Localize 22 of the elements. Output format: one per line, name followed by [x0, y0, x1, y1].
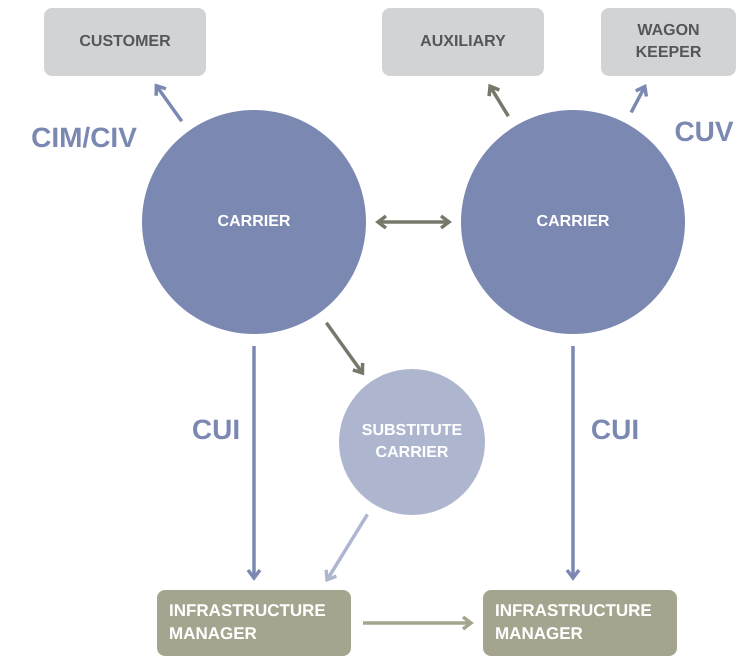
node-label: CARRIER	[218, 212, 290, 232]
node-label: INFRASTRUCTURE MANAGER	[495, 600, 653, 645]
arrow	[363, 615, 473, 631]
node-label: WAGON KEEPER	[634, 21, 702, 63]
rounded-box	[44, 8, 206, 76]
rounded-box	[157, 590, 351, 656]
node-label: CUSTOMER	[79, 32, 171, 52]
arrow	[487, 84, 510, 118]
arrow	[154, 84, 184, 122]
arrow	[565, 346, 581, 580]
arrow	[630, 84, 648, 114]
rounded-box	[382, 8, 544, 76]
node-label: SUBSTITUTE CARRIER	[360, 421, 464, 463]
rounded-box	[601, 8, 736, 76]
arrow	[324, 513, 369, 582]
node-label: CARRIER	[536, 212, 610, 232]
arrow	[246, 346, 262, 580]
arrow	[324, 322, 364, 375]
rounded-box	[483, 590, 677, 656]
arrow	[376, 214, 451, 230]
node-label: AUXILIARY	[420, 32, 506, 52]
node-label: INFRASTRUCTURE MANAGER	[169, 600, 327, 645]
